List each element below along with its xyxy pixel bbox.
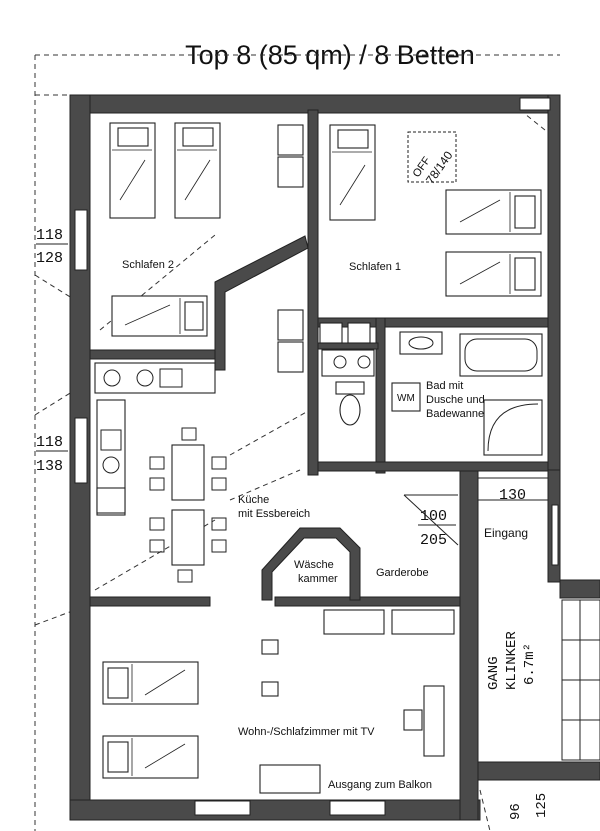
entry-door [403,477,549,546]
label-garderobe: Garderobe [376,567,429,579]
bathroom-fixtures: WM [321,331,543,456]
label-klinker: KLINKER [504,631,520,690]
label-bad-3: Badewanne [426,408,484,420]
label-bad-2: Dusche und [426,394,485,406]
dim-mid-left-bottom: 138 [36,458,63,475]
label-waesche-1: Wäsche [294,559,334,571]
interior-walls [89,109,549,607]
windows [74,97,559,816]
dim-entry-width: 130 [499,487,526,504]
label-balkon: Ausgang zum Balkon [328,779,432,791]
dim-mid-left-top: 118 [36,434,63,451]
label-gang: GANG [486,656,502,690]
schlafen2-beds [109,122,304,337]
dimension-labels: 118 128 118 138 130 100 205 96 125 [36,227,550,820]
label-kueche-2: mit Essbereich [238,508,310,520]
schlafen1-beds: OFF 78/140 [277,124,542,373]
label-kueche-1: Küche [238,494,269,506]
dim-bottom-right-b: 125 [534,793,550,818]
wm-label: WM [397,393,415,404]
living-room-furniture [102,609,455,794]
room-labels: Schlafen 2 Schlafen 1 Bad mit Dusche und… [122,259,538,791]
stairs [561,599,600,761]
label-bad-1: Bad mit [426,380,463,392]
construction-lines [34,54,560,831]
label-eingang: Eingang [484,526,528,540]
kitchen-fixtures [94,362,227,583]
label-gang-area: 6.7m² [522,643,538,685]
label-wohn: Wohn-/Schlafzimmer mit TV [238,726,375,738]
dim-upper-left-bottom: 128 [36,250,63,267]
label-schlafen-2: Schlafen 2 [122,259,174,271]
dim-bottom-right-a: 96 [508,803,524,820]
label-schlafen-1: Schlafen 1 [349,261,401,273]
dim-door-top: 100 [420,508,447,525]
dim-door-bottom: 205 [420,532,447,549]
dim-upper-left-top: 118 [36,227,63,244]
label-waesche-2: kammer [298,573,338,585]
